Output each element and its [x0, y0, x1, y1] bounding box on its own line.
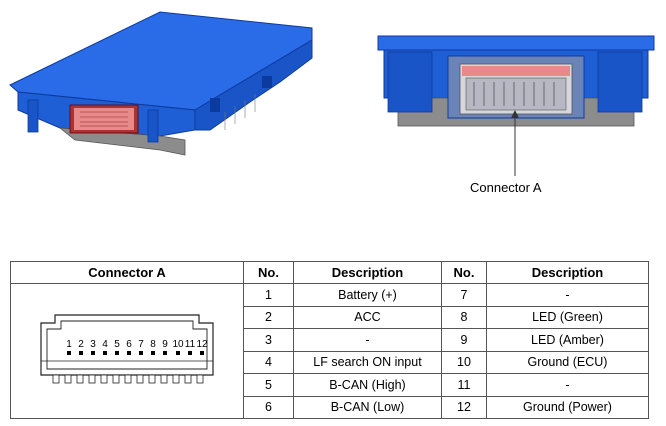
pin-no: 6	[243, 395, 294, 419]
table-row: 5 B-CAN (High) 11 -	[11, 373, 649, 397]
pin-label-2: 2	[78, 339, 84, 350]
pin-label-5: 5	[114, 339, 120, 350]
pin-no: 9	[441, 328, 487, 352]
table-header-row: Connector A No. Description No. Descript…	[10, 261, 649, 284]
header-description-right: Description	[486, 261, 649, 284]
pin-description: Battery (+)	[293, 283, 442, 307]
pin-description: -	[293, 328, 442, 352]
pin-label-7: 7	[138, 339, 144, 350]
pin-no: 11	[441, 373, 487, 397]
header-connector: Connector A	[10, 261, 244, 284]
pin-no: 7	[441, 283, 487, 307]
pin-no: 8	[441, 305, 487, 329]
pin-no: 5	[243, 373, 294, 397]
module-isometric-view	[9, 11, 313, 156]
pin-description: Ground (ECU)	[486, 350, 649, 374]
module-front-view	[377, 35, 655, 176]
pin-description: B-CAN (Low)	[293, 395, 442, 419]
header-description-left: Description	[293, 261, 442, 284]
pin-no: 1	[243, 283, 294, 307]
pin-description: -	[486, 373, 649, 397]
pin-description: LF search ON input	[293, 350, 442, 374]
pin-label-12: 12	[196, 339, 208, 350]
pin-description: B-CAN (High)	[293, 373, 442, 397]
table-row: 4 LF search ON input 10 Ground (ECU)	[11, 350, 649, 374]
pin-no: 2	[243, 305, 294, 329]
pin-label-9: 9	[162, 339, 168, 350]
module-illustrations	[9, 11, 655, 176]
connector-pin-diagram: 1 2 3 4 5 6 7 8 9 10 11 12	[40, 314, 214, 384]
pin-label-10: 10	[172, 339, 184, 350]
pin-description: ACC	[293, 305, 442, 329]
pin-no: 4	[243, 350, 294, 374]
pin-label-3: 3	[90, 339, 96, 350]
pin-label-1: 1	[66, 339, 72, 350]
table-row: 1 2 3 4 5 6 7 8 9 10 11 12	[10, 283, 649, 419]
pin-label-8: 8	[150, 339, 156, 350]
header-no-right: No.	[441, 261, 487, 284]
pin-description: Ground (Power)	[486, 395, 649, 419]
pin-description: -	[486, 283, 649, 307]
pin-description: LED (Amber)	[486, 328, 649, 352]
connector-diagram-cell: 1 2 3 4 5 6 7 8 9 10 11 12	[10, 283, 244, 419]
connector-a-callout: Connector A	[470, 180, 542, 195]
pin-no: 3	[243, 328, 294, 352]
table-row: 6 B-CAN (Low) 12 Ground (Power)	[11, 395, 649, 419]
pin-label-6: 6	[126, 339, 132, 350]
pin-description-table: Connector A No. Description No. Descript…	[10, 261, 649, 419]
pin-label-11: 11	[185, 339, 196, 350]
header-no-left: No.	[243, 261, 294, 284]
pin-no: 10	[441, 350, 487, 374]
pin-description: LED (Green)	[486, 305, 649, 329]
pin-no: 12	[441, 395, 487, 419]
pin-label-4: 4	[102, 339, 108, 350]
table-row: 2 ACC 8 LED (Green)	[11, 305, 649, 329]
